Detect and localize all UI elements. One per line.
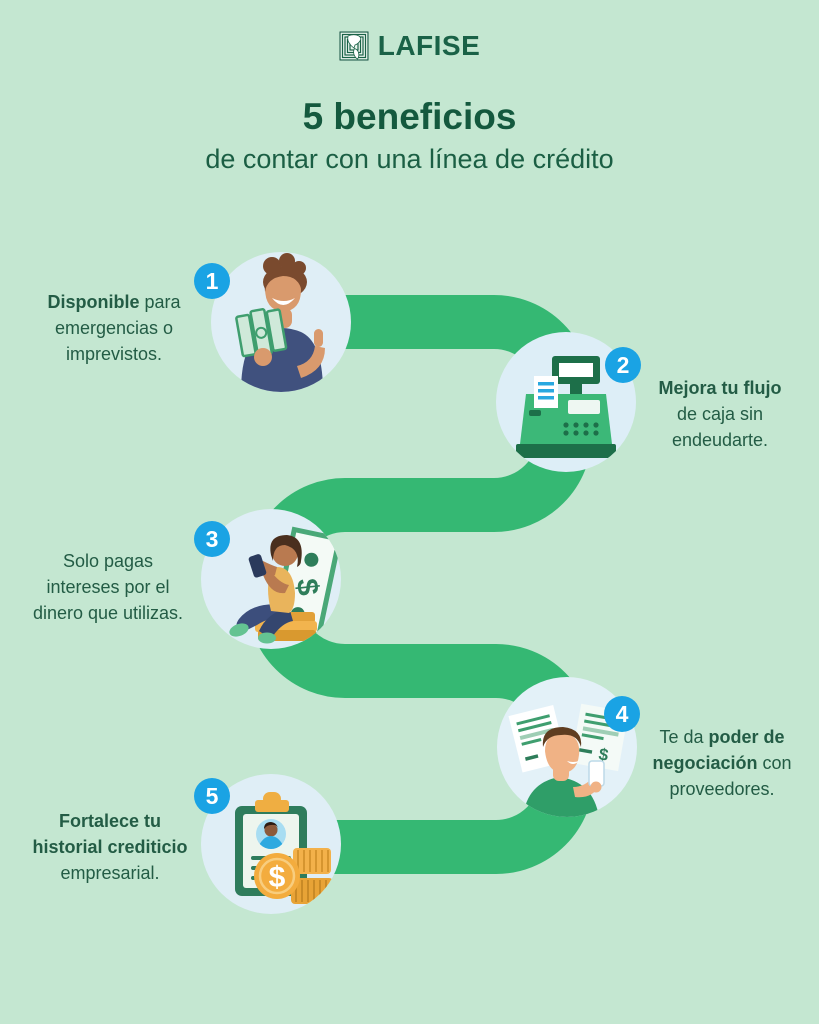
illustration-cash-register (496, 332, 636, 472)
step-caption-3: Solo pagas intereses por el dinero que u… (32, 551, 184, 623)
illustration-woman-holding-cash (211, 252, 351, 392)
illustration-man-with-invoices-and-phone: $ $ (497, 677, 637, 817)
lafise-americas-icon (338, 31, 369, 61)
step-badge-1: 1 (194, 263, 230, 299)
page-title: 5 beneficios (302, 96, 517, 137)
lafise-logo: LAFISE (0, 30, 819, 62)
illustration-credit-report-clipboard-with-coins: $ (201, 774, 341, 914)
lafise-logo-text: LAFISE (377, 30, 481, 61)
illustration-woman-with-phone-and-bill: $ (201, 509, 341, 649)
step-badge-5: 5 (194, 778, 230, 814)
step-badge-3: 3 (194, 521, 230, 557)
svg-text:$: $ (597, 745, 610, 765)
step-caption-2: Mejora tu flujo de caja sin endeudarte. (658, 378, 782, 450)
svg-text:$: $ (269, 861, 286, 894)
step-caption-1: Disponible para emergencias o imprevisto… (47, 292, 181, 364)
step-caption-5: Fortalece tu historial crediticio empres… (32, 811, 188, 883)
svg-text:$: $ (290, 577, 325, 597)
page-subtitle: de contar con una línea de crédito (205, 144, 614, 174)
step-badge-2: 2 (605, 347, 641, 383)
step-badge-4: 4 (604, 696, 640, 732)
step-caption-4: Te da poder de negociación con proveedor… (652, 727, 792, 799)
